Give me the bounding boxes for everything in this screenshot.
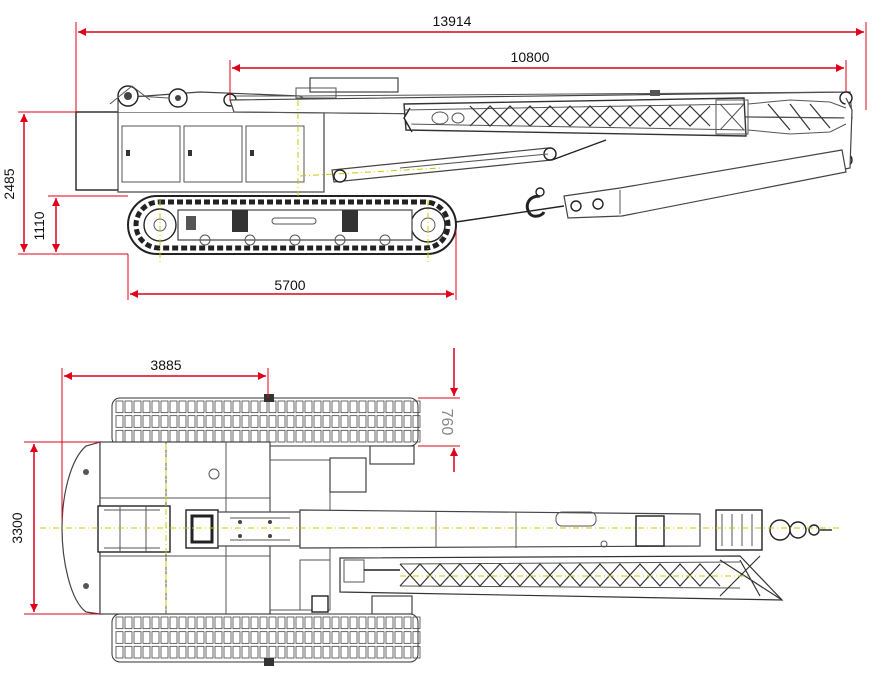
side-lattice-jib — [403, 97, 847, 137]
dim-track-length: 5700 — [127, 230, 457, 300]
dim-boom-length: 10800 — [229, 49, 847, 100]
side-hook-block — [455, 149, 847, 223]
top-track-upper — [111, 394, 421, 447]
overall-length-label: 13914 — [433, 13, 472, 29]
top-centerlines — [40, 444, 842, 612]
dim-overall-length: 13914 — [75, 13, 867, 112]
side-crawler-track — [127, 195, 457, 255]
boom-length-label: 10800 — [511, 49, 550, 65]
top-view — [40, 394, 842, 666]
side-luffing-cylinder — [331, 139, 607, 183]
side-view — [75, 77, 853, 262]
side-centerlines — [159, 100, 441, 262]
track-width-label: 760 — [438, 409, 455, 436]
track-length-label: 5700 — [274, 277, 305, 293]
dim-height-lower: 1110 — [31, 195, 128, 252]
overall-width-label: 3300 — [9, 512, 25, 543]
dim-slew-radius: 3885 — [61, 357, 269, 520]
top-track-lower — [111, 613, 421, 666]
height-upper-label: 2485 — [1, 168, 17, 199]
top-boom — [97, 505, 701, 553]
dim-overall-width: 3300 — [9, 441, 100, 615]
slew-radius-label: 3885 — [150, 357, 181, 373]
dim-height-upper: 2485 — [1, 111, 128, 255]
top-sheave-head — [715, 509, 832, 551]
height-lower-label: 1110 — [31, 211, 47, 240]
top-lattice-jib — [339, 555, 784, 601]
dim-track-width: 760 — [418, 348, 460, 472]
